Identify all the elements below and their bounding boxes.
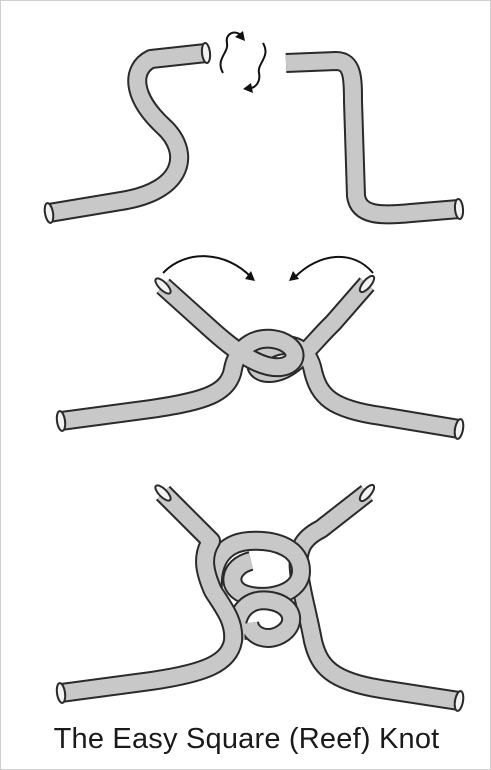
step-1-right-rope xyxy=(286,61,464,219)
step-3-group xyxy=(56,483,465,712)
step-1-left-rope xyxy=(43,43,211,224)
step-1-twist-arrow-lower xyxy=(243,43,265,93)
step-2-group xyxy=(56,256,465,439)
step-3-upper-loop xyxy=(213,541,301,597)
step-1-twist-arrow-upper xyxy=(221,31,245,73)
step-2-arrow-right xyxy=(289,257,373,281)
step-2-left-rope xyxy=(56,276,295,431)
diagram-caption: The Easy Square (Reef) Knot xyxy=(1,723,491,756)
step-3-right-rope xyxy=(299,483,465,712)
step-3-lower-loop xyxy=(236,600,291,641)
step-1-group xyxy=(43,31,464,224)
step-2-arrow-left xyxy=(163,256,255,281)
knot-illustration xyxy=(1,1,491,713)
step-3-left-rope xyxy=(56,483,234,703)
